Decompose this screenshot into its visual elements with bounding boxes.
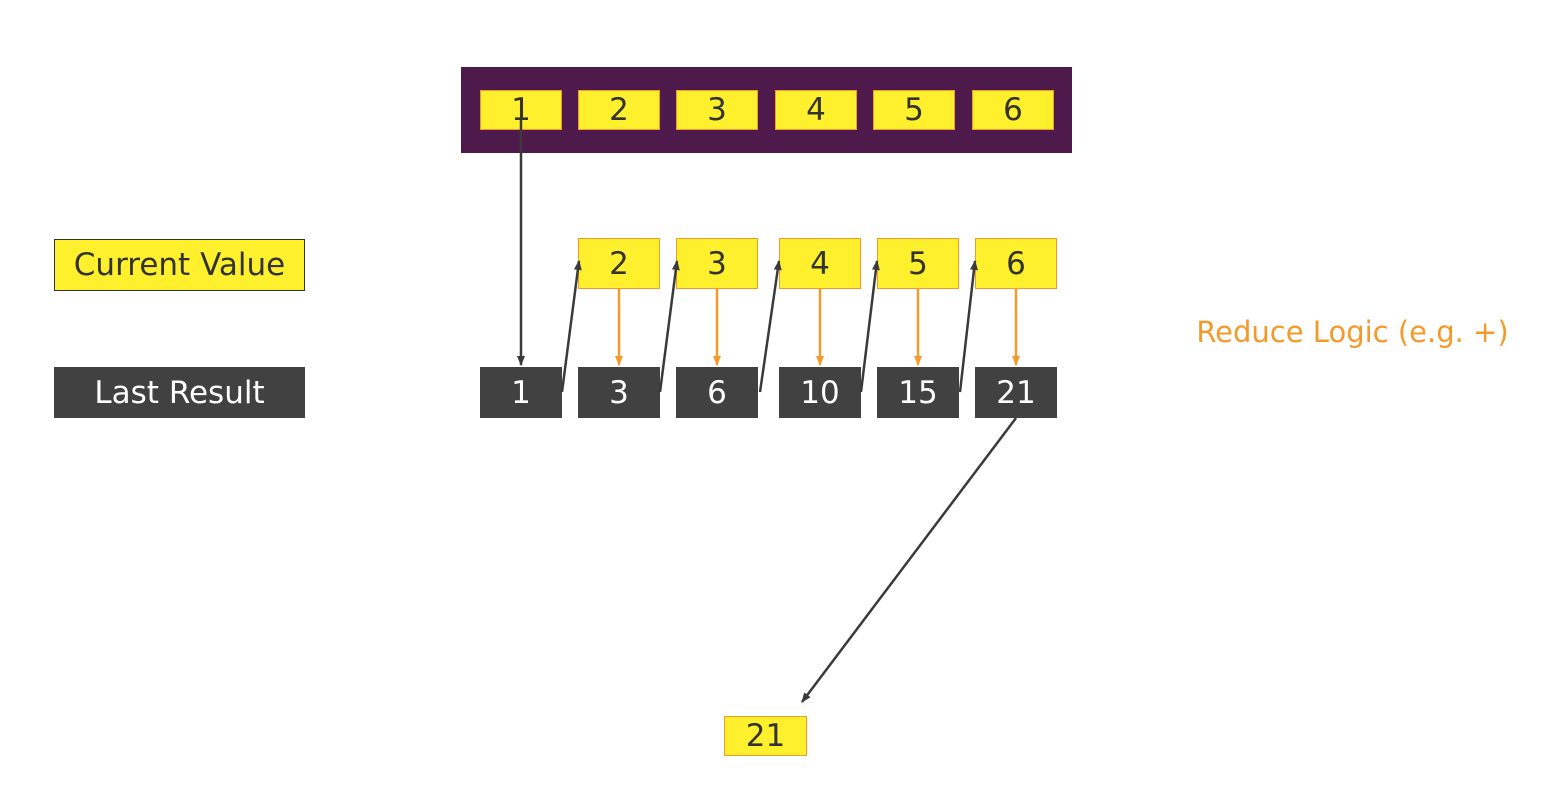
current-value-cell: 6	[975, 238, 1057, 289]
accumulator-arrow	[859, 260, 880, 393]
current-value-cell: 3	[676, 238, 758, 289]
accumulator-arrow	[758, 260, 782, 393]
current-value-cell: 2	[578, 238, 660, 289]
source-array	[461, 67, 1072, 153]
current-value-label: Current Value	[54, 239, 305, 291]
reduce-logic-note: Reduce Logic (e.g. +)	[1196, 315, 1509, 349]
last-result-cell: 21	[975, 367, 1057, 418]
source-array-item: 6	[972, 90, 1054, 130]
final-result: 21	[724, 716, 807, 756]
accumulator-arrow	[658, 260, 680, 393]
final-result-arrow	[801, 417, 1017, 703]
last-result-cell: 1	[480, 367, 562, 418]
accumulator-arrow	[560, 260, 582, 393]
last-result-cell: 15	[877, 367, 959, 418]
source-array-item: 2	[578, 90, 660, 130]
source-array-item: 4	[775, 90, 857, 130]
last-result-cell: 6	[676, 367, 758, 418]
current-value-cell: 4	[779, 238, 861, 289]
source-array-item: 1	[480, 90, 562, 130]
accumulator-arrow	[958, 260, 978, 393]
last-result-label: Last Result	[54, 367, 305, 418]
source-array-item: 5	[873, 90, 955, 130]
last-result-cell: 10	[779, 367, 861, 418]
source-array-item: 3	[676, 90, 758, 130]
last-result-cell: 3	[578, 367, 660, 418]
